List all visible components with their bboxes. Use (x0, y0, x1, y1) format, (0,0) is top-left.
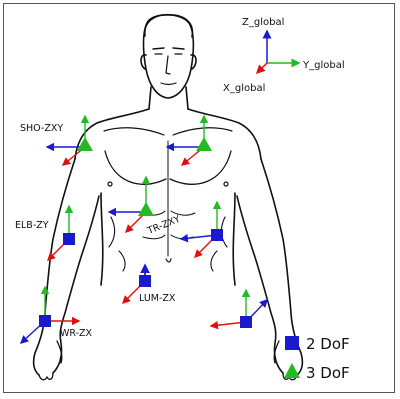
global-x-axis (257, 63, 267, 73)
two-dof-marker (39, 315, 51, 327)
legend-two-dof-label: 2 DoF (306, 335, 350, 353)
global-frame: Z_global Y_global X_global (223, 17, 345, 94)
label-elbow: ELB-ZY (15, 220, 49, 231)
label-trunk: TR-ZXY (145, 214, 182, 237)
joint-left-elbow (48, 206, 75, 260)
label-wrist: WR-ZX (60, 328, 93, 339)
legend-two-dof-swatch (285, 336, 299, 350)
joint-right-shoulder (167, 116, 212, 165)
neck-right (186, 87, 188, 109)
legend: 2 DoF 3 DoF (284, 335, 350, 382)
three-dof-marker (77, 137, 93, 151)
two-dof-marker (211, 229, 223, 241)
joint-right-wrist (211, 290, 267, 328)
three-dof-marker (138, 202, 154, 216)
left-arm-outer (34, 159, 75, 375)
joint-trunk (109, 177, 154, 232)
torso-left (101, 193, 103, 285)
legend-three-dof-swatch (284, 363, 300, 378)
three-dof-marker (196, 137, 212, 151)
two-dof-marker (139, 275, 151, 287)
left-shoulder-line (75, 109, 149, 159)
hair (145, 15, 193, 37)
global-z-label: Z_global (242, 17, 284, 28)
torso-right (233, 193, 235, 285)
kinematic-model-diagram: Z_global Y_global X_global (4, 4, 396, 394)
human-figure (34, 15, 303, 380)
figure-frame: Z_global Y_global X_global (3, 3, 395, 393)
global-y-label: Y_global (302, 60, 345, 71)
two-dof-marker (63, 233, 75, 245)
label-shoulder: SHO-ZXY (20, 123, 63, 134)
neck-left (149, 87, 151, 109)
global-x-label: X_global (223, 83, 265, 94)
joint-right-elbow (181, 202, 223, 257)
two-dof-marker (240, 316, 252, 328)
label-lumbar: LUM-ZX (139, 293, 176, 304)
legend-three-dof-label: 3 DoF (306, 364, 350, 382)
